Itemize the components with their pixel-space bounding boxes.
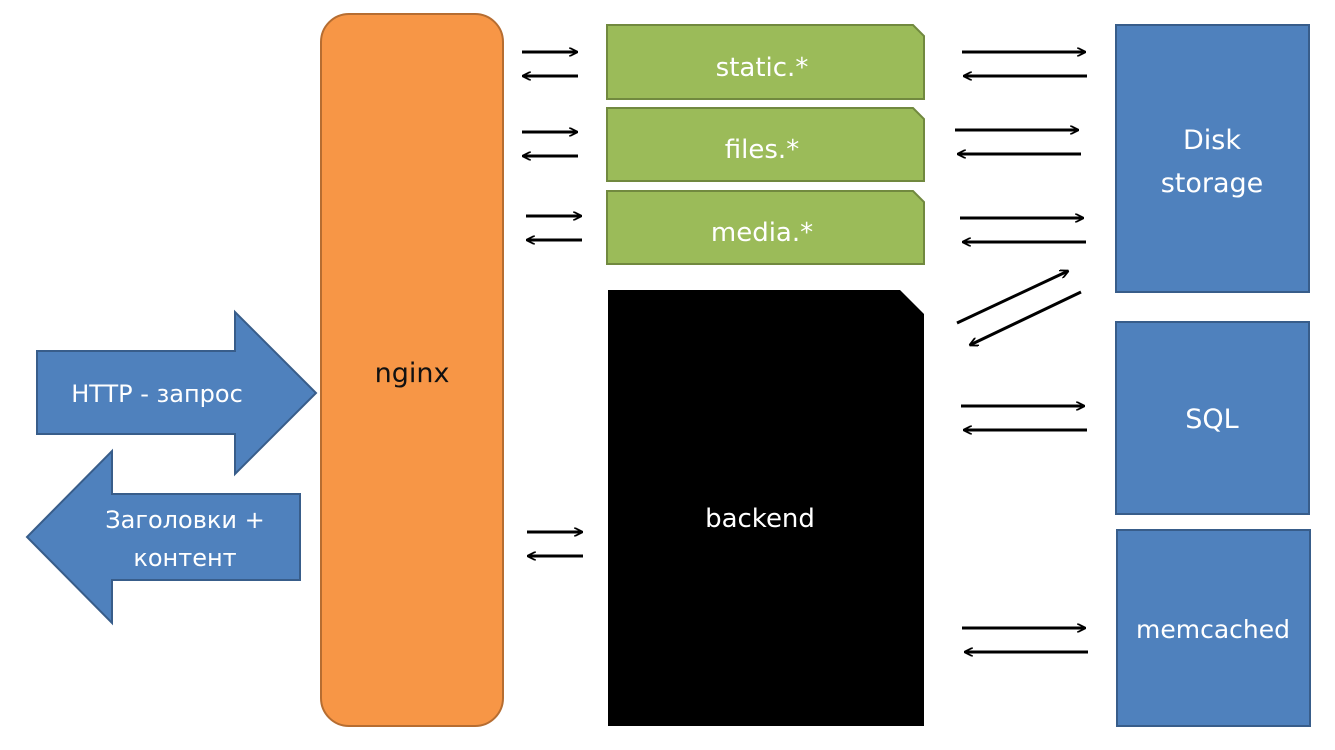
response-arrow: Заголовки + контент — [25, 448, 301, 626]
disk-storage-label-line1: Disk — [1183, 125, 1241, 156]
location-media: media.* — [606, 190, 925, 265]
arrow-diagonal-up-icon — [956, 271, 1068, 325]
disk-storage-block: Disk storage — [1115, 24, 1310, 293]
http-request-label: HTTP - запрос — [71, 380, 243, 408]
memcached-block: memcached — [1116, 529, 1311, 727]
sql-block: SQL — [1115, 321, 1310, 515]
arrow-diagonal-down-icon — [970, 290, 1082, 345]
sql-label: SQL — [1185, 404, 1238, 435]
response-label-line2: контент — [133, 544, 236, 572]
backend-label: backend — [705, 504, 815, 534]
location-static: static.* — [606, 24, 925, 100]
response-label-line1: Заголовки + — [105, 506, 264, 534]
location-media-label: media.* — [711, 218, 813, 248]
http-request-arrow: HTTP - запрос — [36, 309, 318, 477]
location-files: files.* — [606, 107, 925, 182]
nginx-label: nginx — [375, 358, 450, 389]
location-files-label: files.* — [725, 135, 799, 165]
backend-block: backend — [608, 290, 924, 726]
memcached-label: memcached — [1136, 615, 1290, 644]
nginx-block: nginx — [320, 13, 504, 727]
nginx-location-connectors — [522, 52, 583, 556]
storage-connectors — [955, 52, 1088, 652]
disk-storage-label-line2: storage — [1161, 168, 1264, 199]
location-static-label: static.* — [716, 53, 809, 83]
